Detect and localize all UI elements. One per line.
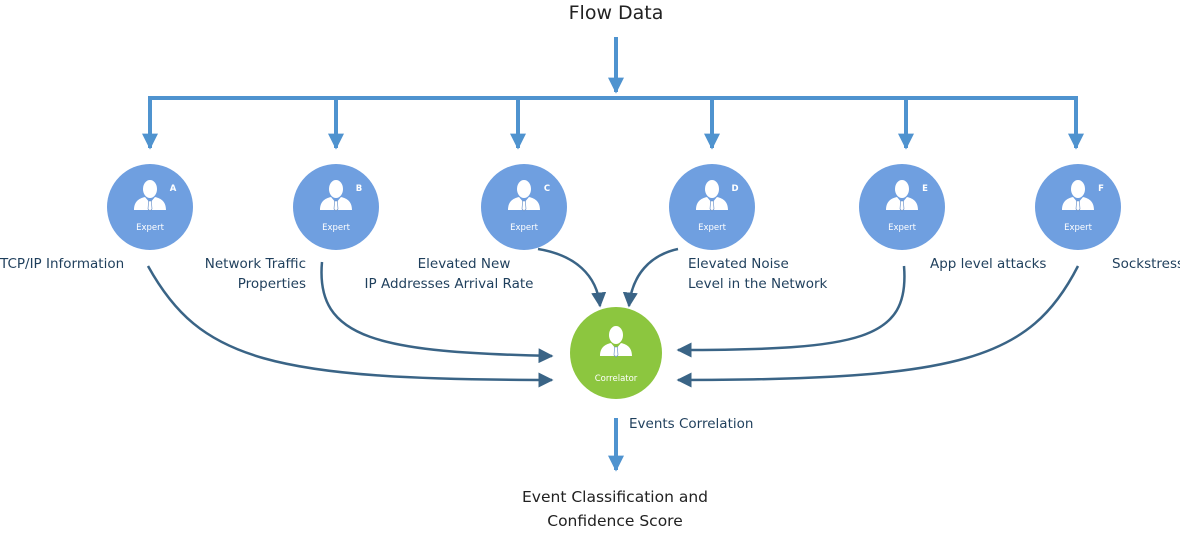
expert-label-b: Network Traffic Properties	[190, 254, 306, 294]
expert-role: Expert	[888, 223, 917, 233]
expert-node-e: E Expert	[859, 164, 945, 250]
expert-letter: A	[170, 184, 177, 194]
correlator-node: Correlator	[570, 307, 662, 399]
arrow-d-to-correlator	[622, 247, 679, 308]
label-line: Elevated New	[417, 256, 511, 272]
expert-role: Expert	[1064, 223, 1093, 233]
expert-letter: B	[356, 184, 362, 194]
expert-label-d: Elevated Noise Level in the Network	[688, 254, 827, 294]
expert-label-e: App level attacks	[930, 256, 1047, 272]
expert-label-f: Sockstress	[1112, 256, 1180, 272]
label-line: IP Addresses Arrival Rate	[364, 276, 534, 292]
expert-node-f: F Expert	[1035, 164, 1121, 250]
expert-node-c: C Expert	[481, 164, 567, 250]
expert-role: Expert	[698, 223, 727, 233]
expert-label-c: Elevated New IP Addresses Arrival Rate	[354, 254, 544, 294]
output-line: Event Classification and	[522, 488, 708, 506]
expert-letter: F	[1098, 184, 1104, 194]
expert-letter: C	[544, 184, 550, 194]
expert-node-b: B Expert	[293, 164, 379, 250]
diagram-title: Flow Data	[568, 2, 664, 24]
arrow-a-to-correlator	[146, 265, 554, 388]
expert-letter: D	[731, 184, 738, 194]
expert-node-a: A Expert	[107, 164, 193, 250]
correlator-label: Events Correlation	[629, 416, 754, 432]
output-label: Event Classification and Confidence Scor…	[465, 485, 765, 533]
output-line: Confidence Score	[547, 512, 683, 530]
correlator-role: Correlator	[595, 374, 638, 384]
arrow-e-to-correlator	[676, 265, 906, 358]
arrow-f-to-correlator	[676, 265, 1080, 388]
expert-node-d: D Expert	[669, 164, 755, 250]
arrow-b-to-correlator	[320, 261, 554, 364]
expert-letter: E	[922, 184, 928, 194]
expert-role: Expert	[322, 223, 351, 233]
label-line: Network Traffic	[204, 256, 306, 272]
label-line: Properties	[237, 276, 306, 292]
arrow-c-to-correlator	[537, 247, 607, 308]
label-line: Level in the Network	[688, 276, 828, 292]
expert-role: Expert	[136, 223, 165, 233]
expert-label-a: TCP/IP Information	[0, 256, 125, 272]
expert-role: Expert	[510, 223, 539, 233]
label-line: Elevated Noise	[688, 256, 789, 272]
